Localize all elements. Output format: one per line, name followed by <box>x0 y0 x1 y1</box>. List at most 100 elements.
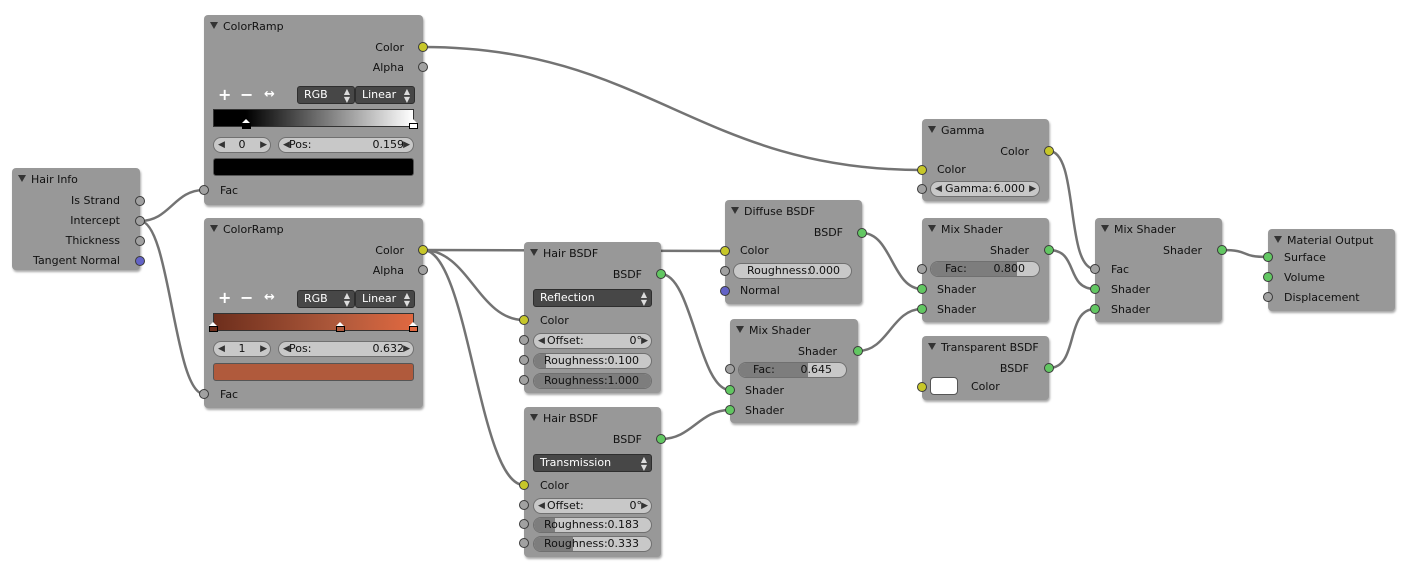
socket-gamma-color-in[interactable] <box>917 165 927 175</box>
collapse-triangle-icon[interactable] <box>928 126 936 133</box>
interpolation-select[interactable]: Linear▲▼ <box>355 86 415 104</box>
socket-mix3-fac-in[interactable] <box>1090 264 1100 274</box>
stop-index-field[interactable]: ◀1▶ <box>213 341 271 357</box>
socket-is-strand[interactable] <box>135 196 145 206</box>
collapse-triangle-icon[interactable] <box>530 249 538 256</box>
color-mode-select[interactable]: RGB▲▼ <box>297 290 355 308</box>
node-gamma[interactable]: Gamma Color Color ◀Gamma:6.000▶ <box>922 119 1049 201</box>
socket-mix2-shader2-in[interactable] <box>917 304 927 314</box>
socket-mix2-shader-out[interactable] <box>1044 245 1054 255</box>
socket-diffuse-normal-in[interactable] <box>720 286 730 296</box>
ramp-stop[interactable] <box>409 322 418 332</box>
socket-mix3-shader-out[interactable] <box>1217 245 1227 255</box>
socket-colorramp1-fac[interactable] <box>199 185 209 195</box>
arrow-right-icon[interactable]: ▶ <box>641 336 648 346</box>
color-mode-select[interactable]: RGB▲▼ <box>297 86 355 104</box>
color-ramp-bar[interactable] <box>213 313 414 331</box>
node-hair-info[interactable]: Hair Info Is Strand Intercept Thickness … <box>12 168 140 270</box>
socket-hair1-rough1-in[interactable] <box>519 355 529 365</box>
stop-color-swatch[interactable] <box>213 363 414 381</box>
add-stop-button[interactable]: + <box>218 288 232 307</box>
socket-output-volume-in[interactable] <box>1263 272 1273 282</box>
stop-index-field[interactable]: ◀0▶ <box>213 137 271 153</box>
ramp-stop-active[interactable] <box>242 119 251 129</box>
remove-stop-button[interactable]: − <box>240 288 254 307</box>
roughness-v-slider[interactable]: Roughness:0.333 <box>533 536 652 552</box>
socket-diffuse-color-in[interactable] <box>720 246 730 256</box>
socket-tangent-normal[interactable] <box>135 256 145 266</box>
node-header[interactable]: Hair BSDF <box>530 246 598 262</box>
socket-mix2-shader1-in[interactable] <box>917 284 927 294</box>
roughness-slider[interactable]: Roughness:0.000 <box>733 263 852 279</box>
interpolation-select[interactable]: Linear▲▼ <box>355 290 415 308</box>
socket-transparent-bsdf-out[interactable] <box>1044 363 1054 373</box>
node-header[interactable]: Hair BSDF <box>530 411 598 427</box>
collapse-triangle-icon[interactable] <box>210 225 218 232</box>
arrow-right-icon[interactable]: ▶ <box>403 344 410 354</box>
stop-position-field[interactable]: ◀Pos:0.632▶ <box>278 341 414 357</box>
collapse-triangle-icon[interactable] <box>1274 236 1282 243</box>
offset-field[interactable]: ◀Offset:0°▶ <box>533 333 652 349</box>
node-header[interactable]: Mix Shader <box>1101 222 1176 238</box>
component-select[interactable]: Reflection▲▼ <box>533 289 652 307</box>
socket-mix3-shader1-in[interactable] <box>1090 284 1100 294</box>
socket-gamma-color-out[interactable] <box>1044 146 1054 156</box>
node-header[interactable]: Mix Shader <box>928 222 1003 238</box>
socket-hair2-offset-in[interactable] <box>519 500 529 510</box>
arrow-right-icon[interactable]: ▶ <box>403 140 410 150</box>
collapse-triangle-icon[interactable] <box>530 414 538 421</box>
arrow-right-icon[interactable]: ▶ <box>260 344 267 354</box>
arrow-right-icon[interactable]: ▶ <box>1029 184 1036 194</box>
node-mix-shader-1[interactable]: Mix Shader Shader Fac:0.645 Shader Shade… <box>730 319 858 423</box>
socket-hair2-rough2-in[interactable] <box>519 538 529 548</box>
socket-output-surface-in[interactable] <box>1263 252 1273 262</box>
arrow-right-icon[interactable]: ▶ <box>641 501 648 511</box>
offset-field[interactable]: ◀Offset:0°▶ <box>533 498 652 514</box>
socket-hair1-color-in[interactable] <box>519 315 529 325</box>
ramp-stop[interactable] <box>209 322 218 332</box>
socket-hair2-color-in[interactable] <box>519 480 529 490</box>
collapse-triangle-icon[interactable] <box>928 343 936 350</box>
node-header[interactable]: Diffuse BSDF <box>731 204 815 220</box>
node-header[interactable]: Gamma <box>928 123 984 139</box>
socket-transparent-color-in[interactable] <box>917 382 927 392</box>
socket-thickness[interactable] <box>135 236 145 246</box>
arrow-left-icon[interactable]: ◀ <box>283 140 290 150</box>
collapse-triangle-icon[interactable] <box>928 225 936 232</box>
socket-hair2-bsdf-out[interactable] <box>656 434 666 444</box>
socket-gamma-gamma-in[interactable] <box>917 184 927 194</box>
node-mix-shader-2[interactable]: Mix Shader Shader Fac:0.800 Shader Shade… <box>922 218 1049 322</box>
socket-hair2-rough1-in[interactable] <box>519 519 529 529</box>
socket-hair1-offset-in[interactable] <box>519 335 529 345</box>
socket-mix3-shader2-in[interactable] <box>1090 304 1100 314</box>
socket-colorramp1-color[interactable] <box>418 42 428 52</box>
socket-diffuse-bsdf-out[interactable] <box>857 228 867 238</box>
arrow-left-icon[interactable]: ◀ <box>283 344 290 354</box>
flip-ramp-button[interactable]: ↔ <box>264 87 275 102</box>
roughness-u-slider[interactable]: Roughness:0.183 <box>533 517 652 533</box>
collapse-triangle-icon[interactable] <box>18 175 26 182</box>
socket-diffuse-roughness-in[interactable] <box>720 266 730 276</box>
node-header[interactable]: ColorRamp <box>210 222 284 238</box>
ramp-stop[interactable] <box>409 119 418 129</box>
stop-color-swatch[interactable] <box>213 158 414 176</box>
node-hair-bsdf-transmission[interactable]: Hair BSDF BSDF Transmission▲▼ Color ◀Off… <box>524 407 661 557</box>
component-select[interactable]: Transmission▲▼ <box>533 454 652 472</box>
arrow-left-icon[interactable]: ◀ <box>218 140 225 150</box>
socket-mix1-shader1-in[interactable] <box>725 385 735 395</box>
add-stop-button[interactable]: + <box>218 85 232 104</box>
node-header[interactable]: Mix Shader <box>736 323 811 339</box>
node-header[interactable]: Hair Info <box>18 172 78 188</box>
socket-mix1-shader-out[interactable] <box>853 346 863 356</box>
stop-position-field[interactable]: ◀Pos:0.159▶ <box>278 137 414 153</box>
node-transparent-bsdf[interactable]: Transparent BSDF BSDF Color <box>922 336 1049 400</box>
socket-output-displacement-in[interactable] <box>1263 292 1273 302</box>
roughness-u-slider[interactable]: Roughness:0.100 <box>533 353 652 369</box>
arrow-right-icon[interactable]: ▶ <box>260 140 267 150</box>
socket-colorramp2-color[interactable] <box>418 245 428 255</box>
socket-hair1-bsdf-out[interactable] <box>656 269 666 279</box>
collapse-triangle-icon[interactable] <box>731 207 739 214</box>
collapse-triangle-icon[interactable] <box>210 22 218 29</box>
arrow-left-icon[interactable]: ◀ <box>218 344 225 354</box>
arrow-left-icon[interactable]: ◀ <box>935 184 942 194</box>
